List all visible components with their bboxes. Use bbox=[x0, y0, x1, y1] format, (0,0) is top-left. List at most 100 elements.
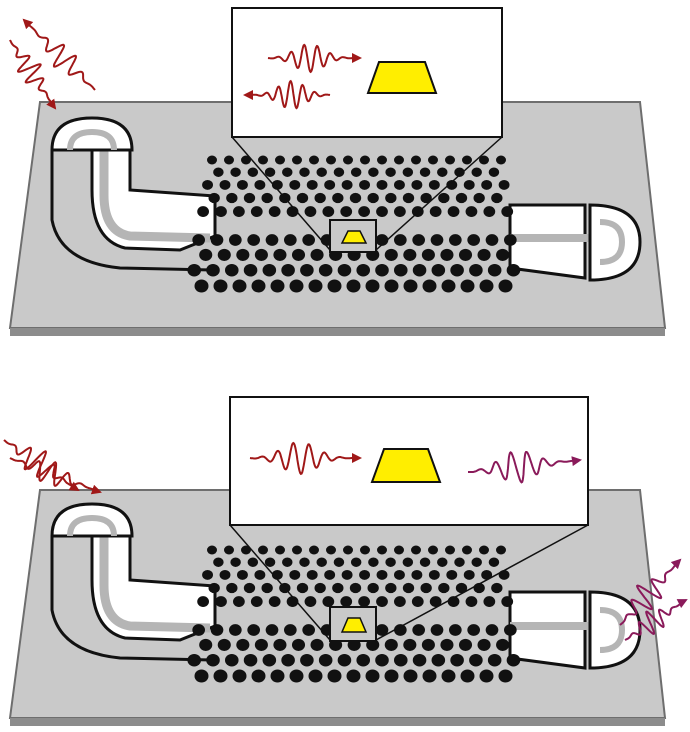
pc-hole bbox=[460, 279, 475, 293]
pc-hole bbox=[217, 248, 231, 261]
pc-hole bbox=[487, 263, 502, 277]
pc-hole bbox=[247, 167, 259, 177]
pc-hole bbox=[261, 192, 273, 204]
wave-external-out-bottom bbox=[619, 558, 682, 626]
pc-hole bbox=[187, 263, 202, 277]
pc-hole bbox=[411, 545, 421, 555]
pc-hole bbox=[458, 248, 473, 261]
pc-hole bbox=[310, 248, 324, 261]
pc-hole bbox=[504, 624, 517, 636]
pc-hole bbox=[441, 669, 456, 683]
pc-hole bbox=[194, 669, 209, 683]
pc-hole bbox=[300, 653, 314, 667]
pc-hole bbox=[496, 155, 506, 165]
pc-hole bbox=[385, 192, 397, 204]
pc-hole bbox=[289, 669, 304, 683]
pc-hole bbox=[306, 569, 318, 580]
panel-bottom bbox=[3, 396, 688, 726]
pc-hole bbox=[471, 557, 482, 567]
pc-hole bbox=[477, 638, 491, 651]
pc-hole bbox=[462, 545, 472, 555]
pc-hole bbox=[438, 192, 450, 204]
pc-hole bbox=[243, 192, 256, 204]
panel-top bbox=[8, 7, 667, 336]
pc-hole bbox=[446, 569, 458, 580]
pc-hole bbox=[236, 248, 250, 261]
pc-hole bbox=[337, 263, 352, 277]
pc-hole bbox=[481, 569, 493, 580]
pc-hole bbox=[250, 206, 263, 217]
pc-hole bbox=[219, 179, 231, 190]
pc-hole bbox=[340, 596, 353, 607]
pc-hole bbox=[394, 596, 406, 607]
pc-hole bbox=[403, 248, 417, 261]
pc-hole bbox=[226, 582, 238, 594]
pc-hole bbox=[402, 167, 414, 177]
pc-hole bbox=[232, 279, 247, 293]
wave-incoming-inset-top bbox=[267, 43, 362, 74]
pc-hole bbox=[356, 263, 370, 277]
pc-hole bbox=[479, 669, 494, 683]
pc-hole bbox=[264, 557, 276, 567]
pc-hole bbox=[308, 279, 323, 293]
pc-hole bbox=[394, 234, 407, 246]
pc-hole bbox=[296, 192, 309, 204]
pc-hole bbox=[394, 624, 407, 636]
pc-hole bbox=[429, 596, 442, 607]
pc-hole bbox=[349, 192, 362, 204]
pc-hole bbox=[467, 234, 480, 246]
wave-external-in2-bottom bbox=[9, 457, 102, 495]
pc-hole bbox=[368, 167, 379, 177]
pc-hole bbox=[340, 206, 353, 217]
pc-hole bbox=[324, 569, 336, 580]
pc-hole bbox=[213, 669, 228, 683]
pc-hole bbox=[206, 653, 220, 667]
pc-hole bbox=[213, 167, 224, 177]
pc-hole bbox=[360, 155, 370, 165]
pc-hole bbox=[346, 669, 361, 683]
pc-hole bbox=[316, 557, 327, 567]
pc-hole bbox=[430, 234, 444, 246]
grating-right-ring-bottom bbox=[599, 607, 626, 653]
emitter-large-top bbox=[366, 61, 438, 94]
pc-hole bbox=[359, 179, 370, 190]
pc-hole bbox=[438, 582, 450, 594]
pc-hole bbox=[471, 167, 482, 177]
pc-hole bbox=[202, 179, 213, 190]
pc-hole bbox=[199, 248, 213, 261]
pc-hole bbox=[229, 624, 242, 636]
pc-hole bbox=[394, 569, 405, 580]
pc-hole bbox=[332, 582, 344, 594]
pc-hole bbox=[356, 653, 370, 667]
pc-hole bbox=[384, 669, 399, 683]
pc-hole bbox=[243, 582, 256, 594]
pc-hole bbox=[376, 569, 388, 580]
pc-hole bbox=[375, 234, 389, 246]
pc-hole bbox=[318, 653, 333, 667]
zoom-line-right-top bbox=[375, 136, 503, 251]
pc-hole bbox=[384, 248, 398, 261]
pc-hole bbox=[289, 179, 301, 190]
pc-hole bbox=[258, 545, 268, 555]
pc-hole bbox=[402, 192, 415, 204]
pc-hole bbox=[237, 179, 248, 190]
pc-hole bbox=[430, 624, 444, 636]
pc-hole bbox=[265, 624, 279, 636]
pc-hole bbox=[187, 653, 202, 667]
pc-hole bbox=[449, 234, 462, 246]
pc-hole bbox=[233, 596, 245, 607]
pc-hole bbox=[402, 557, 414, 567]
grating-right-ring-top bbox=[599, 219, 626, 265]
pc-hole bbox=[230, 557, 241, 567]
pc-hole bbox=[376, 179, 388, 190]
pc-hole bbox=[270, 669, 285, 683]
pc-hole bbox=[258, 155, 268, 165]
pc-hole bbox=[375, 263, 389, 277]
pc-hole bbox=[376, 596, 388, 607]
pc-hole bbox=[412, 234, 425, 246]
pc-hole bbox=[243, 653, 258, 667]
grating-left-ring-bottom bbox=[67, 514, 117, 537]
pc-hole bbox=[309, 155, 319, 165]
pc-hole bbox=[481, 179, 493, 190]
